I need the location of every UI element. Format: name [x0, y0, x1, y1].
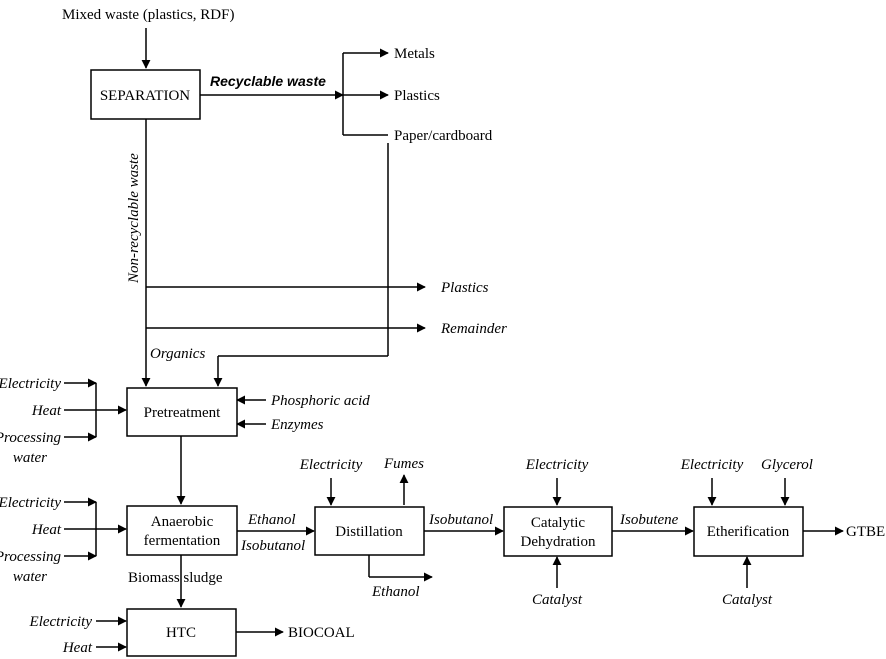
stream-labels: Mixed waste (plastics, RDF) Recyclable w…: [62, 7, 885, 641]
plastics-out-label: Plastics: [440, 280, 489, 296]
processing-ferm-label: Processing: [0, 549, 61, 565]
catalytic-label-line1: Catalytic: [531, 515, 585, 531]
ethanol-out-label: Ethanol: [371, 584, 420, 600]
separation-label: SEPARATION: [100, 88, 190, 104]
separation-box: [90, 69, 201, 120]
plastics-recycled-label: Plastics: [394, 88, 440, 104]
water-pre-label: water: [13, 450, 47, 466]
electricity-htc-label: Electricity: [29, 614, 93, 630]
catalytic-dehydration-box: [503, 506, 613, 557]
distillation-box: [314, 506, 425, 556]
glycerol-label: Glycerol: [761, 457, 813, 473]
isobutanol-low-label: Isobutanol: [240, 538, 305, 554]
htc-box: [126, 608, 237, 657]
fumes-label: Fumes: [383, 456, 424, 472]
gtbe-label: GTBE: [846, 524, 885, 540]
electricity-dist-label: Electricity: [299, 457, 363, 473]
catalyst-dehyd-label: Catalyst: [532, 592, 583, 608]
organics-label: Organics: [150, 346, 205, 362]
electricity-dehyd-label: Electricity: [525, 457, 589, 473]
electricity-pre-label: Electricity: [0, 376, 61, 392]
anaerobic-fermentation-box: [126, 505, 238, 556]
paper-cardboard-label: Paper/cardboard: [394, 128, 493, 144]
heat-pre-label: Heat: [31, 403, 62, 419]
isobutene-label: Isobutene: [619, 512, 679, 528]
processing-pre-label: Processing: [0, 430, 61, 446]
enzymes-label: Enzymes: [270, 417, 324, 433]
ethanol-top-label: Ethanol: [247, 512, 296, 528]
biomass-sludge-label: Biomass sludge: [128, 570, 223, 586]
pretreatment-label: Pretreatment: [144, 405, 221, 421]
water-ferm-label: water: [13, 569, 47, 585]
biocoal-label: BIOCOAL: [288, 625, 355, 641]
phosphoric-acid-label: Phosphoric acid: [270, 393, 370, 409]
electricity-ether-label: Electricity: [680, 457, 744, 473]
electricity-ferm-label: Electricity: [0, 495, 61, 511]
heat-ferm-label: Heat: [31, 522, 62, 538]
utility-labels: Electricity Heat Processing water Phosph…: [0, 376, 813, 656]
heat-htc-label: Heat: [62, 640, 93, 656]
remainder-label: Remainder: [440, 321, 507, 337]
pretreatment-box: [126, 387, 238, 437]
metals-label: Metals: [394, 46, 435, 62]
recyclable-waste-label: Recyclable waste: [210, 73, 326, 89]
process-boxes: SEPARATION Pretreatment Anaerobic fermen…: [90, 69, 804, 657]
anaerobic-label-line1: Anaerobic: [151, 514, 214, 530]
distillation-label: Distillation: [335, 524, 403, 540]
non-recyclable-waste-label: Non-recyclable waste: [126, 153, 142, 284]
catalytic-label-line2: Dehydration: [521, 534, 596, 550]
catalyst-ether-label: Catalyst: [722, 592, 773, 608]
mixed-waste-label: Mixed waste (plastics, RDF): [62, 7, 234, 23]
connectors: [64, 28, 844, 652]
htc-label: HTC: [166, 625, 196, 641]
etherification-label: Etherification: [707, 524, 790, 540]
etherification-box: [693, 506, 804, 557]
isobutanol-mid-label: Isobutanol: [428, 512, 493, 528]
anaerobic-label-line2: fermentation: [144, 533, 221, 549]
